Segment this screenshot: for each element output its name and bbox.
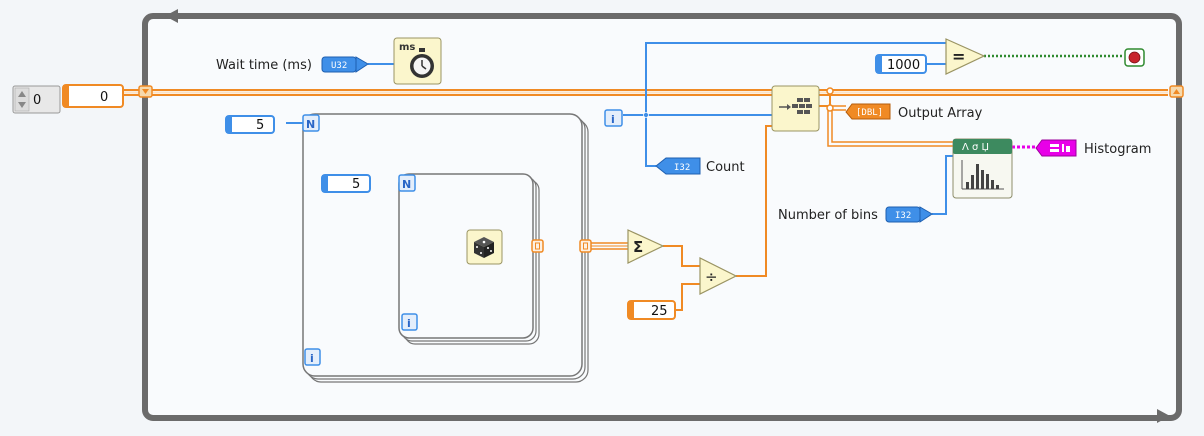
histogram-header-text: Λ σ Џ	[962, 142, 989, 153]
outer-tunnel[interactable]	[579, 239, 592, 253]
bins-label: Number of bins	[778, 208, 878, 223]
inner-tunnel[interactable]	[531, 239, 544, 253]
inner-n-text: N	[402, 178, 411, 191]
build-array-node[interactable]	[771, 85, 820, 132]
iteration-wire[interactable]	[623, 42, 946, 167]
sum-symbol: Σ	[633, 238, 643, 256]
outer-count-value: 5	[256, 118, 264, 133]
sum-wire[interactable]	[663, 245, 700, 267]
divisor-wire[interactable]	[676, 283, 700, 311]
outer-iteration-terminal[interactable]: i	[304, 348, 321, 366]
histogram-chart-icon	[961, 160, 1004, 190]
histogram-indicator[interactable]	[1035, 139, 1077, 157]
outer-i-text: i	[310, 352, 314, 365]
outer-count-terminal[interactable]: N	[302, 114, 320, 132]
shift-down-arrow-icon	[142, 89, 149, 94]
numeric-control-value: 0	[33, 93, 41, 108]
stop-icon[interactable]	[1124, 48, 1145, 67]
array-wire-2d[interactable]	[591, 242, 630, 250]
inner-iteration-terminal[interactable]: i	[401, 313, 418, 331]
bins-wire[interactable]	[932, 155, 953, 215]
inner-for-loop[interactable]	[398, 173, 540, 345]
output-array-wire[interactable]	[819, 87, 953, 147]
bins-control[interactable]: I32	[885, 206, 933, 223]
outer-count-constant[interactable]: 5	[225, 115, 275, 134]
shift-register-constant-value: 0	[100, 90, 108, 105]
build-array-icon	[779, 98, 812, 114]
bins-type-tag: I32	[895, 211, 911, 221]
inner-count-constant[interactable]: 5	[321, 174, 371, 193]
count-indicator[interactable]: I32	[655, 157, 701, 175]
wait-time-type-tag: U32	[331, 61, 347, 71]
compare-value: 1000	[887, 58, 920, 73]
stopwatch-icon	[410, 48, 434, 78]
wait-unit-text: ms	[399, 42, 415, 53]
equal-symbol: =	[952, 47, 965, 66]
divisor-value: 25	[651, 304, 668, 319]
shift-register-constant[interactable]: 0	[62, 84, 124, 108]
inner-count-terminal[interactable]: N	[398, 174, 416, 192]
cluster-icon	[1050, 144, 1070, 152]
while-i-text: i	[611, 113, 615, 126]
wait-ms-node[interactable]: ms	[393, 37, 442, 85]
average-wire[interactable]	[736, 125, 772, 277]
histogram-label: Histogram	[1084, 142, 1151, 157]
equal-node[interactable]: =	[945, 38, 986, 75]
output-array-indicator[interactable]: [DBL]	[845, 103, 891, 120]
dice-icon	[474, 237, 494, 258]
count-label: Count	[706, 160, 745, 175]
increment-icon[interactable]	[18, 91, 26, 97]
decrement-icon[interactable]	[18, 102, 26, 108]
outer-n-text: N	[306, 118, 315, 131]
histogram-node[interactable]: Λ σ Џ	[952, 138, 1013, 199]
shift-register-left[interactable]	[138, 85, 153, 98]
divide-node[interactable]: ÷	[699, 257, 738, 295]
wait-time-terminal[interactable]: U32	[321, 56, 369, 73]
count-type-tag: I32	[674, 163, 690, 173]
inner-count-value: 5	[352, 177, 360, 192]
random-number-node[interactable]	[466, 229, 503, 265]
output-array-tag: [DBL]	[856, 108, 883, 118]
numeric-control[interactable]: 0	[12, 85, 61, 114]
inner-i-text: i	[407, 317, 411, 330]
shift-register-right[interactable]	[1169, 85, 1184, 98]
while-iteration-terminal[interactable]: i	[604, 109, 623, 127]
wait-time-label: Wait time (ms)	[216, 58, 312, 73]
shift-up-arrow-icon	[1173, 89, 1180, 94]
sum-node[interactable]: Σ	[627, 229, 665, 264]
divide-symbol: ÷	[705, 268, 718, 286]
output-array-label: Output Array	[898, 106, 983, 121]
divisor-constant[interactable]: 25	[627, 300, 676, 320]
compare-constant[interactable]: 1000	[875, 54, 927, 74]
